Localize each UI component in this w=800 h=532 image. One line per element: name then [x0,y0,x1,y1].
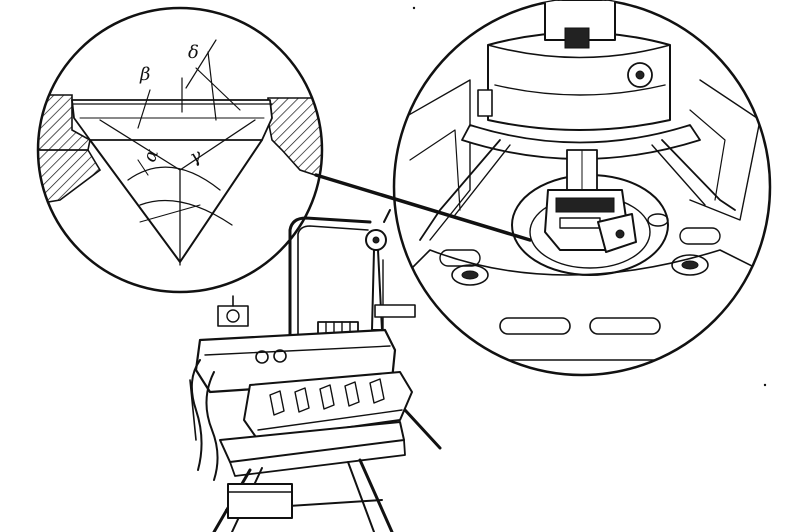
slot [589,317,661,335]
valve-seat-detail-circle: β δ α γ [36,6,324,294]
slot [499,317,571,335]
cutter-closeup-circle [392,0,772,377]
label-beta: β [139,64,150,85]
chip-tray [227,483,293,519]
head-section-right [267,97,322,182]
label-alpha: α [139,146,163,165]
label-gamma: γ [186,145,205,169]
valve-seat-machine-assembly [189,209,442,532]
callout-leader-line [314,173,532,242]
cylinder-head-workpiece [243,371,413,441]
label-delta: δ [188,42,199,63]
